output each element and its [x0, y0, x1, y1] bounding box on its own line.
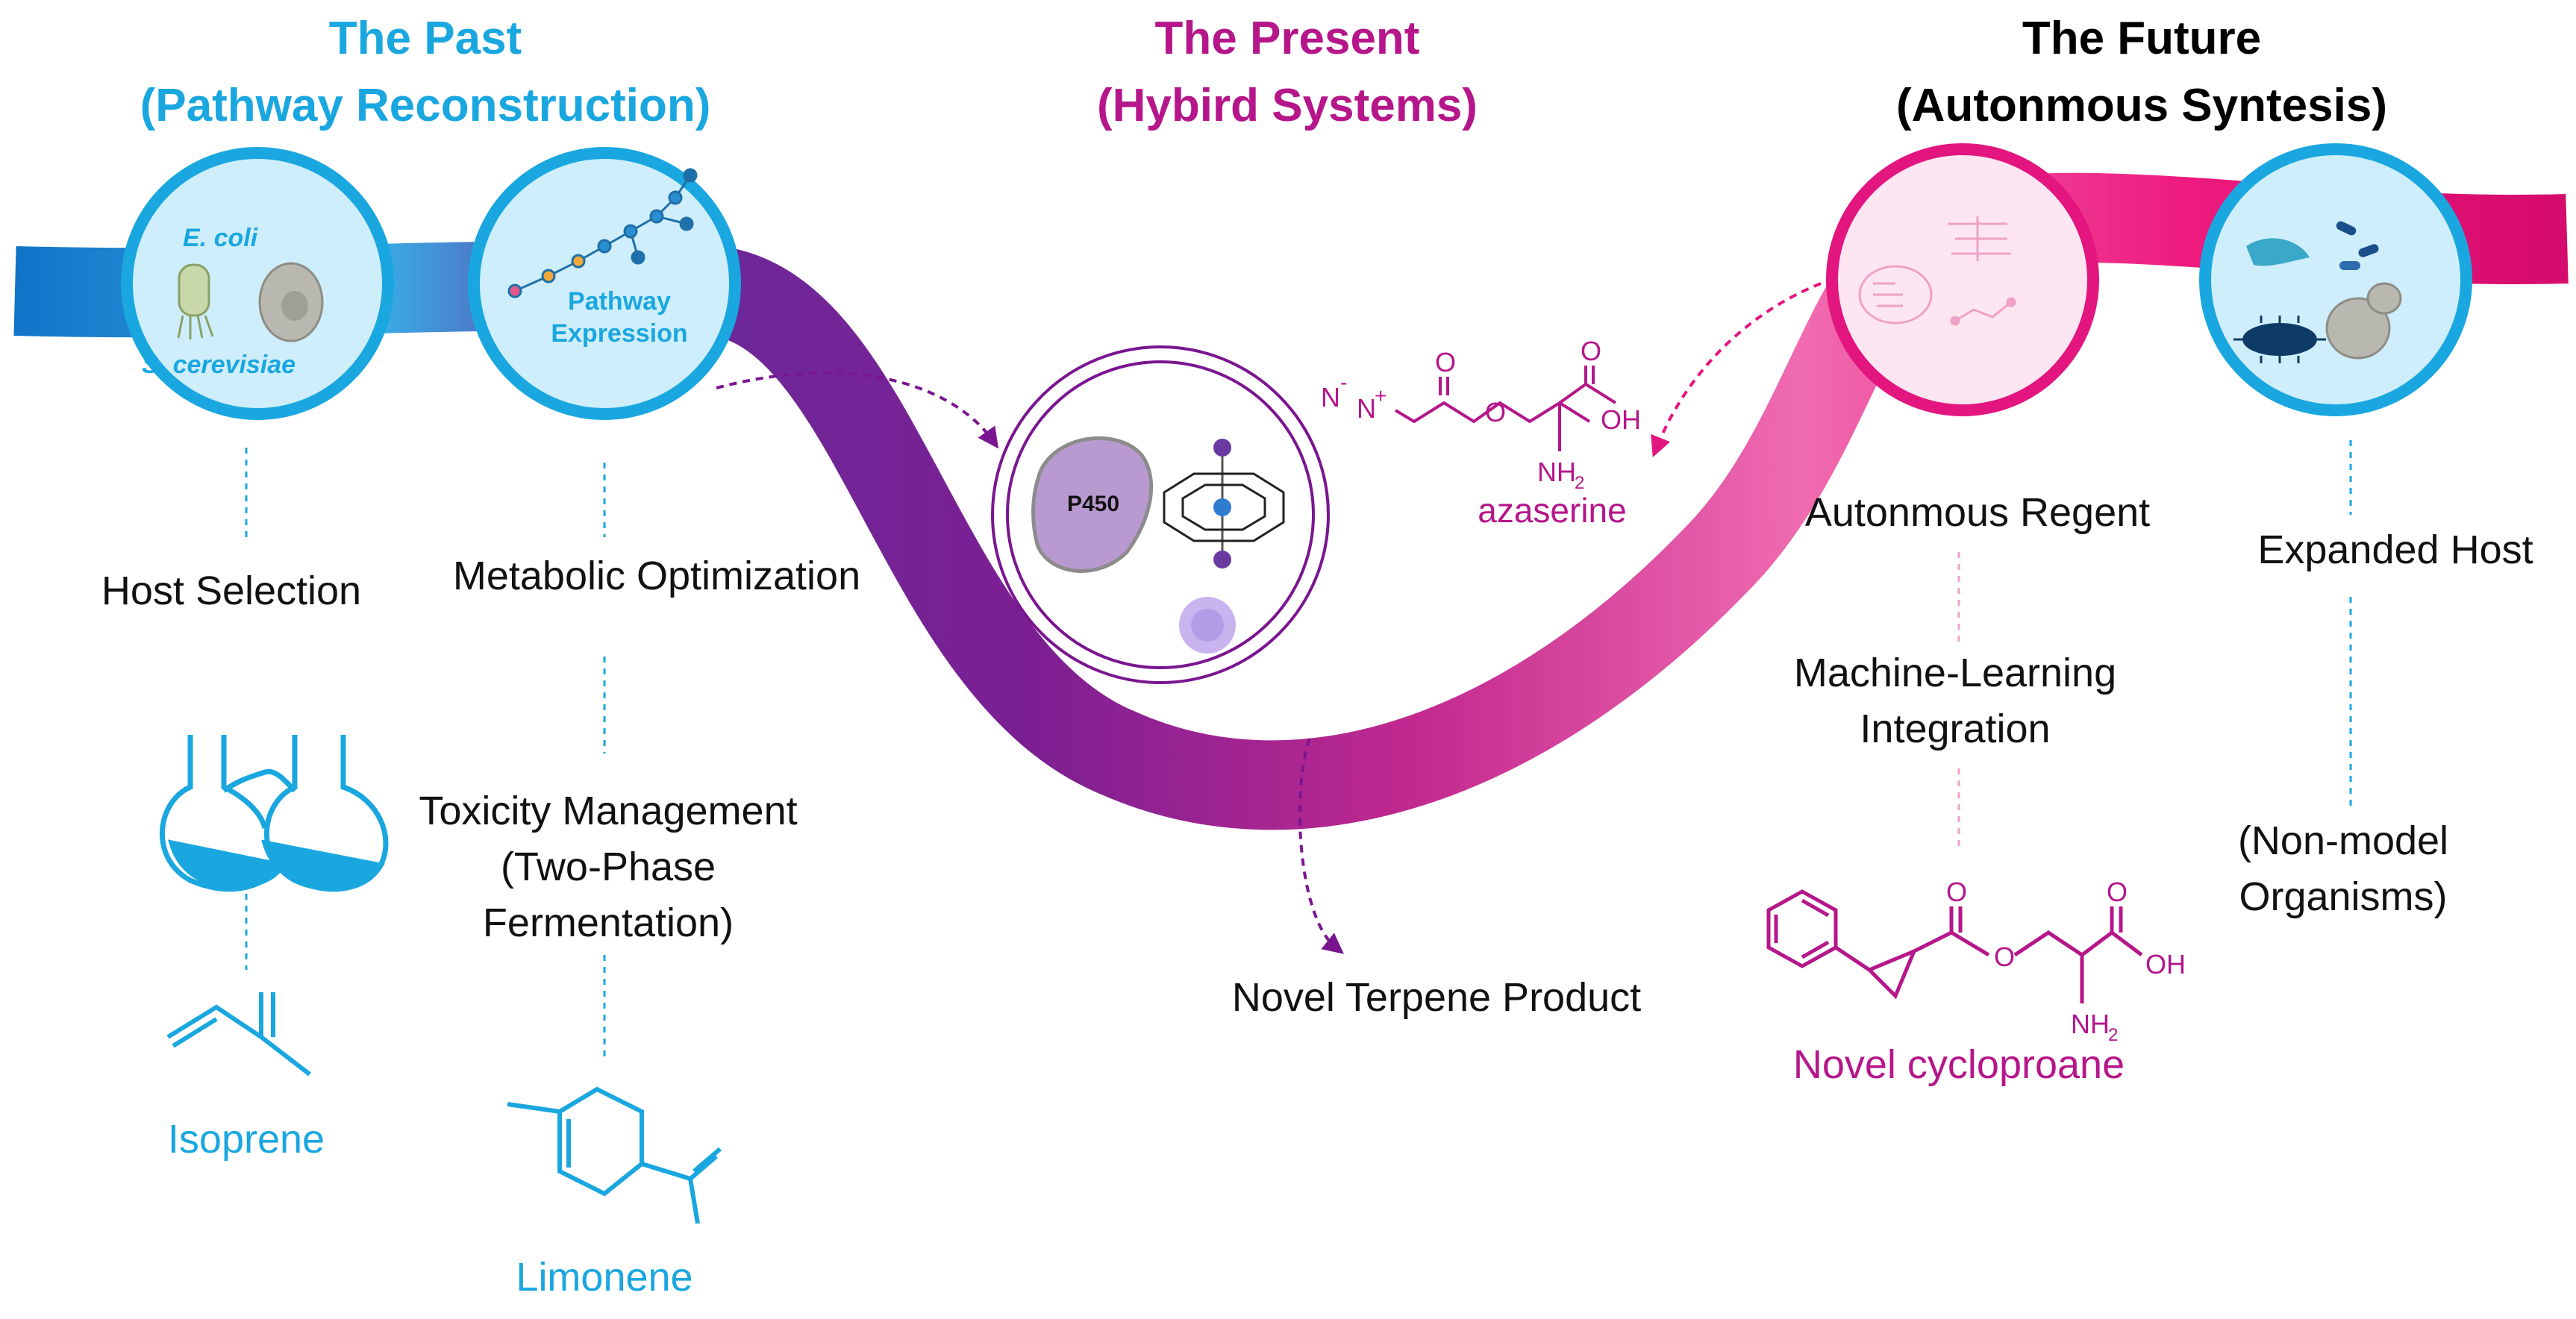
past-title-line1: The Past [329, 13, 522, 64]
host-selection-label: Host Selection [101, 568, 361, 613]
toxicity-line3: Fermentation) [483, 900, 734, 945]
metabolic-optimization-label: Metabolic Optimization [453, 554, 860, 598]
nonmodel-line1: (Non-model [2238, 818, 2448, 863]
cyclo-o-acid: O [2107, 877, 2128, 907]
yeast-icon [258, 262, 324, 342]
limonene-label: Limonene [516, 1255, 693, 1300]
nonmodel-line2: Organisms) [2239, 874, 2447, 919]
brain-circuit-icon [1858, 216, 2016, 326]
autonomous-regent-label: Autonmous Regent [1805, 490, 2150, 535]
porphyrin-icon [1163, 439, 1285, 568]
ecoli-label: E. coli [183, 224, 259, 252]
microbes-icon [2233, 221, 2402, 363]
cyclo-oh: OH [2145, 949, 2186, 980]
cyclo-o-ketone: O [1946, 877, 1967, 907]
expanded-host-label: Expanded Host [2257, 527, 2533, 572]
cyclo-nh-sub: 2 [2108, 1025, 2118, 1045]
pathway-label-line1: Pathway [568, 287, 671, 316]
p450-enzyme-icon [1031, 436, 1154, 573]
ml-integration-line2: Integration [1860, 707, 2050, 751]
azaserine-nh-sub: 2 [1575, 473, 1584, 493]
azaserine-oh: OH [1601, 404, 1641, 435]
cyclo-o-ester: O [1994, 942, 2015, 972]
azaserine-o-ketone: O [1435, 347, 1456, 377]
two-flask-icon [160, 735, 389, 892]
ml-to-azaserine-arrow [1651, 282, 1822, 457]
cyclo-nh: NH [2071, 1009, 2110, 1039]
azaserine-o-ester: O [1485, 397, 1506, 427]
toxicity-line2: (Two-Phase [501, 845, 716, 889]
toxicity-line1: Toxicity Management [419, 789, 797, 833]
past-title-line2: (Pathway Reconstruction) [140, 80, 711, 131]
ml-integration-line1: Machine-Learning [1794, 651, 2116, 695]
azaserine-n-1: N [1321, 382, 1340, 413]
azaserine-minus: - [1340, 371, 1347, 394]
scerevisiae-label: S. cerevisiae [142, 351, 296, 379]
present-title-line2: (Hybird Systems) [1097, 80, 1478, 131]
novel-cyclopropane-label: Novel cycloproane [1793, 1042, 2125, 1087]
pathway-to-hybrid-arrow [716, 371, 999, 449]
limonene-structure [507, 1086, 722, 1224]
isoprene-structure [166, 992, 311, 1077]
azaserine-structure [1394, 366, 1617, 451]
product-arrow [1298, 738, 1344, 954]
pathway-network-icon [507, 168, 698, 298]
azaserine-label: azaserine [1478, 491, 1626, 530]
ecoli-icon [177, 263, 214, 339]
ml-circle [1826, 143, 2099, 416]
pathway-label-line2: Expression [551, 319, 687, 348]
novel-terpene-product-label: Novel Terpene Product [1232, 975, 1641, 1020]
cyclopropane-structure [1766, 889, 2143, 1003]
azaserine-n-2: N [1357, 393, 1376, 424]
isoprene-label: Isoprene [168, 1117, 325, 1162]
future-title-line2: (Autonmous Syntesis) [1896, 80, 2387, 131]
pathway-circle [468, 147, 741, 420]
azaserine-plus: + [1375, 384, 1387, 407]
host-circle [121, 147, 394, 420]
future-title-line1: The Future [2022, 13, 2261, 64]
azaserine-o-acid: O [1581, 336, 1601, 366]
present-title-line1: The Present [1155, 13, 1420, 64]
expanded-host-circle [2199, 143, 2472, 416]
p450-label: P450 [1067, 492, 1119, 516]
azaserine-nh: NH [1537, 457, 1576, 487]
